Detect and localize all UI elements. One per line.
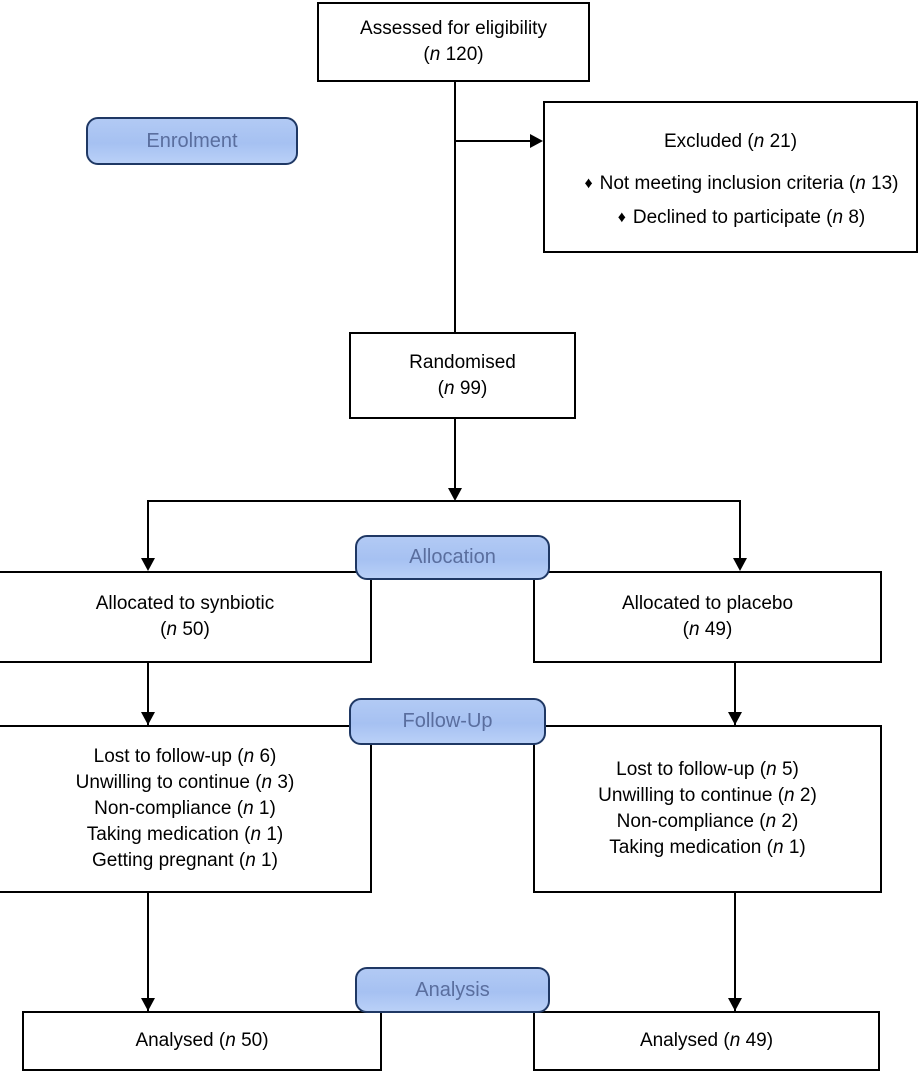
node-analysed-placebo: Analysed (n 49): [533, 1011, 880, 1071]
connector-followup-to-analysis-right: [734, 893, 736, 1011]
arrowhead-randomised-down: [448, 488, 462, 501]
randomised-line-2: (n 99): [437, 377, 488, 399]
excluded-title: Excluded (n 21): [663, 131, 798, 152]
arrowhead-analysis-right: [728, 998, 742, 1011]
alloc-right-line-1: Allocated to placebo: [621, 593, 794, 614]
node-allocated-placebo: Allocated to placebo (n 49): [533, 571, 882, 663]
followup-right-item-3: Non-compliance (n 2): [616, 811, 799, 832]
alloc-left-line-1: Allocated to synbiotic: [95, 593, 275, 614]
stage-badge-analysis-label: Analysis: [415, 978, 490, 1001]
followup-right-item-4: Taking medication (n 1): [609, 837, 806, 858]
connector-followup-to-analysis-left: [147, 893, 149, 1011]
stage-badge-followup-label: Follow-Up: [402, 710, 493, 732]
arrowhead-to-excluded: [530, 134, 543, 148]
node-excluded: Excluded (n 21) ♦ Not meeting inclusion c…: [543, 101, 918, 253]
stage-badge-allocation-label: Allocation: [409, 546, 496, 568]
analysed-left-line-1: Analysed (n 50): [135, 1030, 269, 1051]
arrowhead-alloc-right: [733, 558, 747, 571]
connector-alloc-to-followup-right: [734, 663, 736, 725]
arrowhead-followup-right: [728, 712, 742, 725]
assessed-line-2: (n 120): [423, 44, 484, 65]
node-randomised: Randomised (n 99): [349, 332, 576, 419]
diamond-bullet-icon: ♦: [617, 209, 626, 226]
stage-badge-followup: Follow-Up: [349, 698, 546, 745]
alloc-left-line-2: (n 50): [160, 619, 210, 640]
node-assessed-for-eligibility: Assessed for eligibility (n 120): [317, 2, 590, 82]
followup-right-item-2: Unwilling to continue (n 2): [598, 785, 817, 806]
followup-left-item-5: Getting pregnant (n 1): [92, 850, 278, 871]
connector-randomised-down: [454, 419, 456, 499]
followup-left-item-4: Taking medication (n 1): [86, 824, 284, 845]
followup-left-item-1: Lost to follow-up (n 6): [93, 746, 277, 767]
connector-split-right: [739, 500, 741, 568]
arrowhead-alloc-left: [141, 558, 155, 571]
arrowhead-followup-left: [141, 712, 155, 725]
alloc-right-line-2: (n 49): [682, 619, 733, 640]
followup-left-item-3: Non-compliance (n 1): [94, 798, 276, 819]
analysed-right-line-1: Analysed (n 49): [639, 1030, 774, 1051]
connector-to-excluded: [454, 140, 534, 142]
excluded-item-1-text: Not meeting inclusion criteria (n 13): [599, 173, 899, 194]
node-analysed-synbiotic: Analysed (n 50): [22, 1011, 382, 1071]
assessed-line-1: Assessed for eligibility: [360, 18, 547, 39]
connector-split-left: [147, 500, 149, 568]
diamond-bullet-icon: ♦: [584, 175, 593, 192]
node-followup-synbiotic: Lost to follow-up (n 6) Unwilling to con…: [0, 725, 372, 893]
excluded-item-2-text: Declined to participate (n 8): [632, 207, 866, 228]
followup-right-item-1: Lost to follow-up (n 5): [616, 759, 799, 780]
stage-badge-allocation: Allocation: [355, 535, 550, 580]
connector-assessed-to-randomised: [454, 82, 456, 332]
connector-split-bar: [147, 500, 741, 502]
stage-badge-analysis: Analysis: [355, 967, 550, 1013]
node-allocated-synbiotic: Allocated to synbiotic (n 50): [0, 571, 372, 663]
node-followup-placebo: Lost to follow-up (n 5) Unwilling to con…: [533, 725, 882, 893]
randomised-line-1: Randomised: [409, 351, 516, 373]
excluded-item-2: ♦ Declined to participate (n 8): [545, 205, 916, 231]
stage-badge-enrolment-label: Enrolment: [146, 129, 238, 152]
stage-badge-enrolment: Enrolment: [86, 117, 298, 165]
followup-left-item-2: Unwilling to continue (n 3): [75, 772, 295, 793]
arrowhead-analysis-left: [141, 998, 155, 1011]
connector-alloc-to-followup-left: [147, 663, 149, 725]
excluded-item-1: ♦ Not meeting inclusion criteria (n 13): [545, 171, 916, 197]
